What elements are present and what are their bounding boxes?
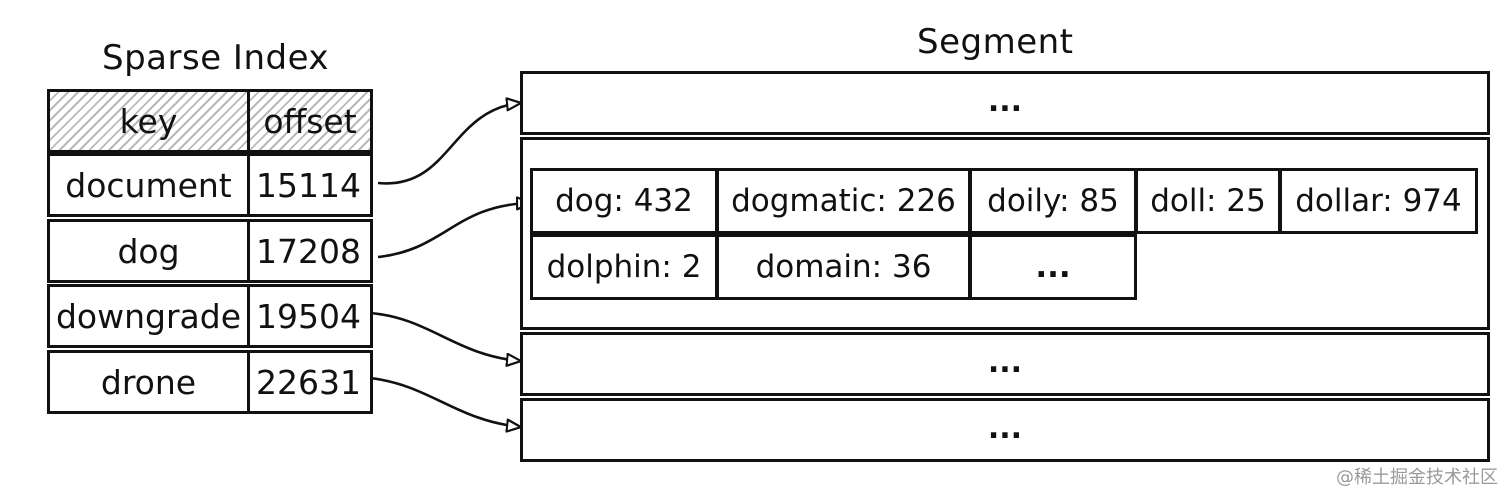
segment-block-ellipsis: ... xyxy=(987,411,1023,446)
segment-block-ellipsis: ... xyxy=(987,84,1023,119)
segment-block-ellipsis: ... xyxy=(987,345,1023,380)
arrow-drone-to-segment-block-4 xyxy=(369,376,520,427)
record-cell: dollar: 974 xyxy=(1279,168,1478,234)
index-row-offset: 15114 xyxy=(247,153,373,217)
index-row-offset: 19504 xyxy=(247,284,373,348)
index-header-key: key xyxy=(47,89,250,153)
segment-block: ... xyxy=(520,332,1490,396)
index-row-key: document xyxy=(47,153,250,217)
record-cell: doily: 85 xyxy=(969,168,1137,234)
arrow-document-to-segment-block-1 xyxy=(377,103,520,185)
segment-block: ... xyxy=(520,398,1490,462)
watermark: @稀土掘金技术社区 xyxy=(1336,467,1498,488)
index-row-offset: 17208 xyxy=(247,219,373,283)
index-row-key: downgrade xyxy=(47,284,250,348)
record-cell-ellipsis: ... xyxy=(969,234,1137,300)
segment-title: Segment xyxy=(917,22,1074,62)
arrow-dog-to-record-dog xyxy=(377,203,530,259)
sparse-index-title: Sparse Index xyxy=(102,38,330,78)
index-row-offset: 22631 xyxy=(247,350,373,414)
record-cell: doll: 25 xyxy=(1135,168,1281,234)
record-cell: dogmatic: 226 xyxy=(716,168,971,234)
record-cell: domain: 36 xyxy=(716,234,971,300)
index-header-offset: offset xyxy=(247,89,373,153)
segment-block: ... xyxy=(520,71,1490,135)
record-cell: dog: 432 xyxy=(530,168,718,234)
record-cell: dolphin: 2 xyxy=(530,234,718,300)
index-row-key: drone xyxy=(47,350,250,414)
arrow-downgrade-to-segment-block-3 xyxy=(369,311,520,361)
index-row-key: dog xyxy=(47,219,250,283)
